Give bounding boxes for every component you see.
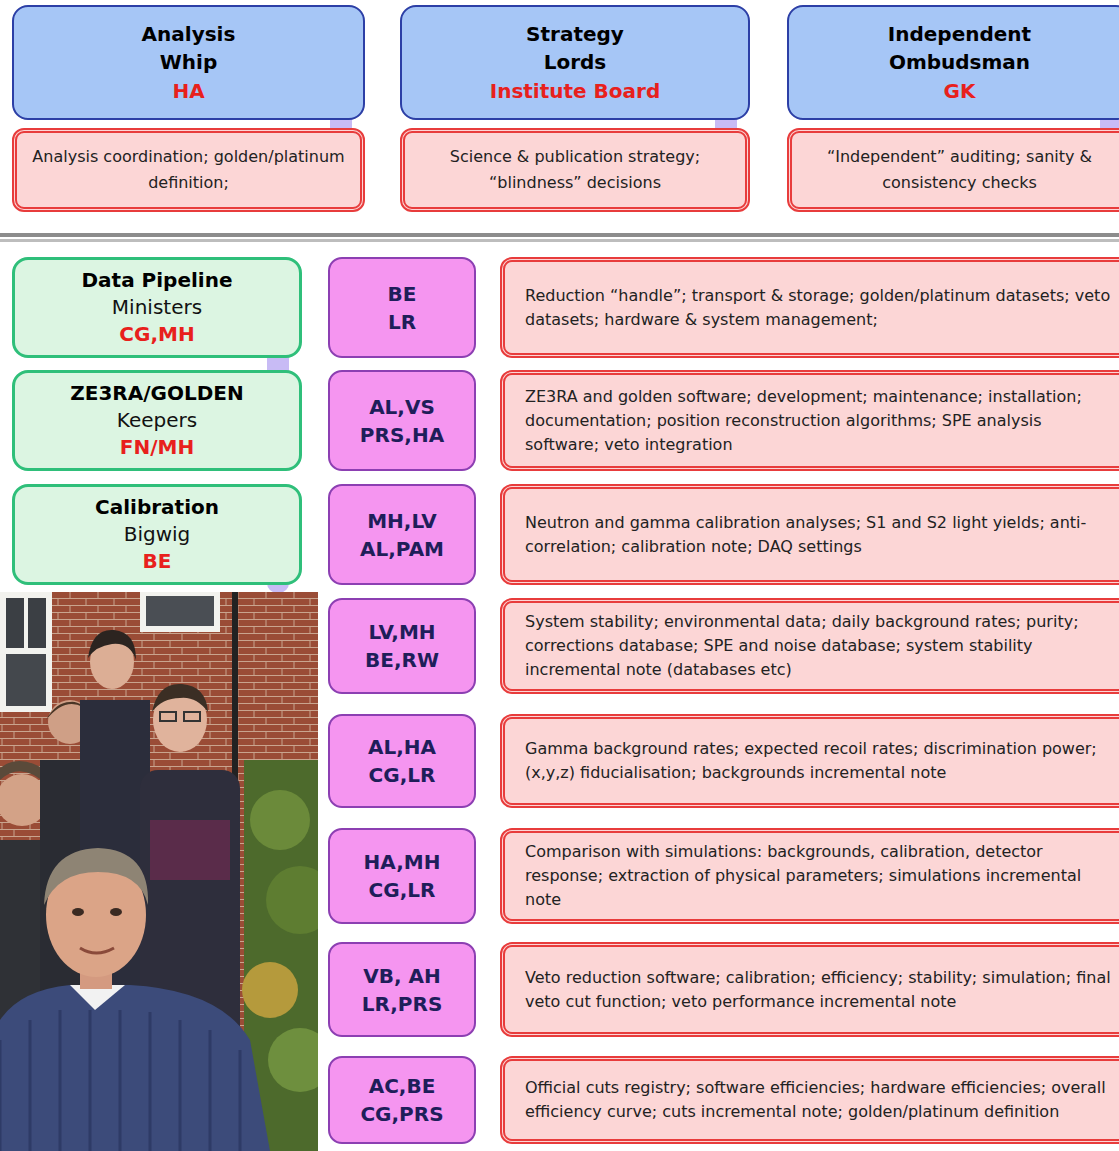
box-text: Institute Board — [490, 76, 661, 106]
box-title: Comparison with simulations: backgrounds… — [525, 840, 1113, 912]
task-box: Official cuts registry; software efficie… — [500, 1056, 1119, 1144]
box-title: ZE3RA/GOLDEN — [70, 380, 243, 407]
box-text: BE — [143, 548, 172, 575]
box-title: Analysis coordination; golden/platinum d… — [29, 144, 348, 196]
team-box: Data PipelineMinistersCG,MH — [12, 257, 302, 358]
task-box: Neutron and gamma calibration analyses; … — [500, 484, 1119, 585]
divider-line — [0, 239, 1119, 242]
box-title: Analysis Whip — [124, 20, 254, 76]
task-box: ZE3RA and golden software; development; … — [500, 370, 1119, 471]
box-title: Neutron and gamma calibration analyses; … — [525, 511, 1113, 559]
box-text: CG,MH — [119, 321, 194, 348]
box-text: Keepers — [117, 407, 197, 434]
box-title: VB, AH LR,PRS — [352, 962, 452, 1018]
people-box: VB, AH LR,PRS — [328, 942, 476, 1037]
task-box: Comparison with simulations: backgrounds… — [500, 828, 1119, 924]
task-box: Reduction “handle”; transport & storage;… — [500, 257, 1119, 358]
box-text: FN/MH — [120, 434, 194, 461]
box-text: HA — [172, 76, 204, 106]
box-title: AL,VS PRS,HA — [352, 393, 452, 449]
people-box: BE LR — [328, 257, 476, 358]
box-title: Strategy Lords — [510, 20, 640, 76]
box-title: Official cuts registry; software efficie… — [525, 1076, 1113, 1124]
team-box: ZE3RA/GOLDENKeepersFN/MH — [12, 370, 302, 471]
box-title: Calibration — [95, 494, 219, 521]
group-photo — [0, 592, 318, 1151]
task-box: System stability; environmental data; da… — [500, 598, 1119, 694]
people-box: AL,HA CG,LR — [328, 714, 476, 808]
role-box: Independent OmbudsmanGK — [787, 5, 1119, 120]
people-box: AC,BE CG,PRS — [328, 1056, 476, 1144]
role-box: Analysis WhipHA — [12, 5, 365, 120]
box-text: Bigwig — [124, 521, 191, 548]
box-title: Science & publication strategy; “blindne… — [417, 144, 733, 196]
box-text: GK — [944, 76, 976, 106]
box-title: Data Pipeline — [81, 267, 232, 294]
role-box: Strategy LordsInstitute Board — [400, 5, 750, 120]
team-box: CalibrationBigwigBE — [12, 484, 302, 585]
role-duties-box: Analysis coordination; golden/platinum d… — [12, 128, 365, 212]
box-title: AL,HA CG,LR — [352, 733, 452, 789]
box-title: MH,LV AL,PAM — [352, 507, 452, 563]
box-title: System stability; environmental data; da… — [525, 610, 1113, 682]
box-title: Veto reduction software; calibration; ef… — [525, 966, 1113, 1014]
people-box: AL,VS PRS,HA — [328, 370, 476, 471]
box-title: BE LR — [377, 280, 427, 336]
box-title: LV,MH BE,RW — [352, 618, 452, 674]
people-box: MH,LV AL,PAM — [328, 484, 476, 585]
divider-line — [0, 233, 1119, 237]
role-duties-box: “Independent” auditing; sanity & consist… — [787, 128, 1119, 212]
box-title: AC,BE CG,PRS — [352, 1072, 452, 1128]
box-title: Gamma background rates; expected recoil … — [525, 737, 1113, 785]
people-box: LV,MH BE,RW — [328, 598, 476, 694]
role-duties-box: Science & publication strategy; “blindne… — [400, 128, 750, 212]
box-title: Independent Ombudsman — [865, 20, 1055, 76]
box-title: ZE3RA and golden software; development; … — [525, 385, 1113, 457]
box-title: HA,MH CG,LR — [352, 848, 452, 904]
box-title: Reduction “handle”; transport & storage;… — [525, 284, 1113, 332]
box-title: “Independent” auditing; sanity & consist… — [804, 144, 1115, 196]
people-box: HA,MH CG,LR — [328, 828, 476, 924]
box-text: Ministers — [112, 294, 202, 321]
task-box: Veto reduction software; calibration; ef… — [500, 942, 1119, 1037]
task-box: Gamma background rates; expected recoil … — [500, 714, 1119, 808]
